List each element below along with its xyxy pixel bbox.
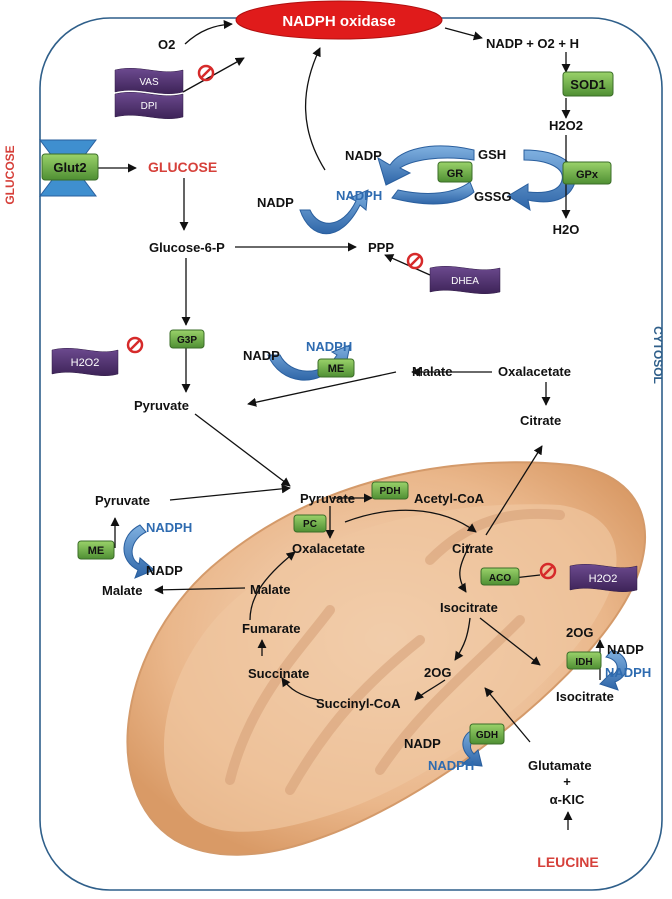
mitochondrion bbox=[126, 461, 647, 856]
plus-label: + bbox=[563, 774, 571, 789]
nadp-ppp-label: NADP bbox=[257, 195, 294, 210]
glut2-transporter bbox=[39, 139, 97, 197]
nadp-o2-h-label: NADP + O2 + H bbox=[486, 36, 579, 51]
nadph-gdh-label: NADPH bbox=[428, 758, 474, 773]
gpx-label: GPx bbox=[576, 169, 599, 181]
cofactor-arrows bbox=[123, 145, 628, 767]
vas-label: VAS bbox=[139, 77, 159, 88]
succinyl-coa-label: Succinyl-CoA bbox=[316, 696, 401, 711]
inhibitor-banners bbox=[51, 68, 638, 592]
fumarate-label: Fumarate bbox=[242, 621, 301, 636]
nadph-gr-label: NADPH bbox=[336, 188, 382, 203]
oxalacetate-cytosol-label: Oxalacetate bbox=[498, 364, 571, 379]
nadp-gdh-label: NADP bbox=[404, 736, 441, 751]
pyruvate-cytosol-label: Pyruvate bbox=[134, 398, 189, 413]
citrate-mito-label: Citrate bbox=[452, 541, 493, 556]
ppp-label: PPP bbox=[368, 240, 394, 255]
g3p-label: G3P bbox=[177, 335, 197, 346]
cytosol-label: CYTOSOL bbox=[651, 326, 665, 384]
o2-label: O2 bbox=[158, 37, 175, 52]
nadp-idh-label: NADP bbox=[607, 642, 644, 657]
2og-cytosol-label: 2OG bbox=[566, 625, 593, 640]
inhibitor-signs bbox=[126, 64, 557, 580]
glutamate-label: Glutamate bbox=[528, 758, 592, 773]
pc-label: PC bbox=[303, 519, 317, 530]
glucose-6-p-label: Glucose-6-P bbox=[149, 240, 225, 255]
me2-label: ME bbox=[88, 545, 105, 557]
gsh-label: GSH bbox=[478, 147, 506, 162]
malate-left-label: Malate bbox=[102, 583, 142, 598]
isocitrate-cytosol-label: Isocitrate bbox=[556, 689, 614, 704]
nadp-me2-label: NADP bbox=[146, 563, 183, 578]
2og-mito-label: 2OG bbox=[424, 665, 451, 680]
pyruvate-mito-label: Pyruvate bbox=[300, 491, 355, 506]
malate-mito-label: Malate bbox=[250, 582, 290, 597]
alpha-kic-label: α-KIC bbox=[550, 792, 585, 807]
malate-cytosol-label: Malate bbox=[412, 364, 452, 379]
h2o-label: H2O bbox=[553, 222, 580, 237]
nadph-oxidase-complex bbox=[235, 0, 443, 40]
citrate-cytosol-label: Citrate bbox=[520, 413, 561, 428]
h2o2-label: H2O2 bbox=[549, 118, 583, 133]
glucose-side-label: GLUCOSE bbox=[3, 145, 17, 204]
enzyme-boxes bbox=[41, 71, 614, 745]
aco-label: ACO bbox=[489, 573, 511, 584]
acetyl-coa-label: Acetyl-CoA bbox=[414, 491, 485, 506]
nadp-me1-label: NADP bbox=[243, 348, 280, 363]
pathway-arrows bbox=[98, 19, 605, 830]
pyruvate-left-label: Pyruvate bbox=[95, 493, 150, 508]
dhea-label: DHEA bbox=[451, 276, 479, 287]
nadp-gr-label: NADP bbox=[345, 148, 382, 163]
isocitrate-mito-label: Isocitrate bbox=[440, 600, 498, 615]
pdh-label: PDH bbox=[379, 486, 400, 497]
h2o2-g3p-label: H2O2 bbox=[71, 357, 100, 369]
nadph-idh-label: NADPH bbox=[605, 665, 651, 680]
leucine-label: LEUCINE bbox=[537, 854, 598, 870]
succinate-label: Succinate bbox=[248, 666, 309, 681]
nadph-me1-label: NADPH bbox=[306, 339, 352, 354]
nadph-oxidase-label: NADPH oxidase bbox=[282, 13, 395, 30]
gdh-label: GDH bbox=[476, 730, 498, 741]
gr-label: GR bbox=[447, 168, 464, 180]
dpi-label: DPI bbox=[141, 101, 158, 112]
me1-label: ME bbox=[328, 363, 345, 375]
glucose-label: GLUCOSE bbox=[148, 159, 217, 175]
gssg-label: GSSG bbox=[474, 189, 512, 204]
sod1-label: SOD1 bbox=[570, 77, 605, 92]
idh-label: IDH bbox=[575, 657, 592, 668]
h2o2-aco-label: H2O2 bbox=[589, 573, 618, 585]
glut2-label: Glut2 bbox=[53, 160, 86, 175]
nadph-me2-label: NADPH bbox=[146, 520, 192, 535]
oxalacetate-mito-label: Oxalacetate bbox=[292, 541, 365, 556]
